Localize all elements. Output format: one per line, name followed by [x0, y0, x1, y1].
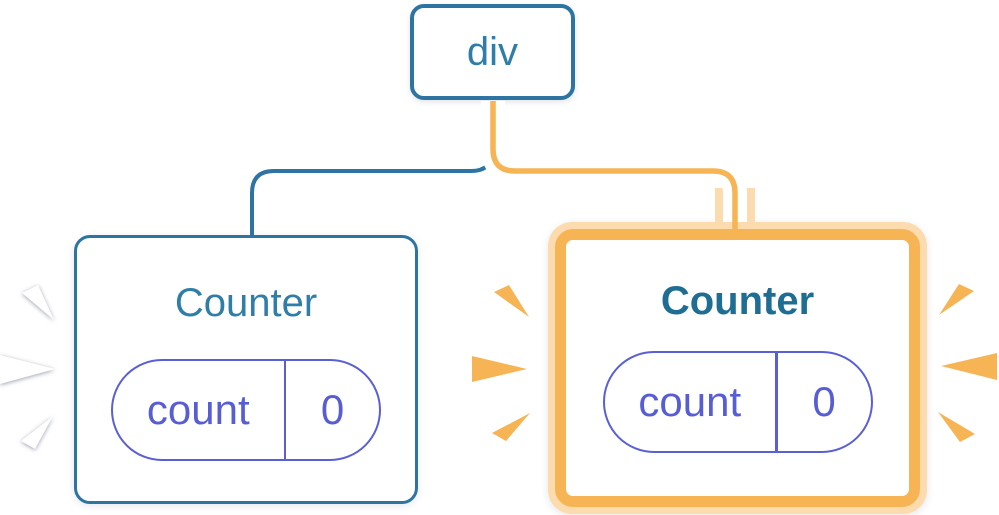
spark-icon [22, 285, 54, 320]
spark-icon [0, 355, 55, 384]
spark-group-right-counter-right [938, 284, 997, 442]
state-key-left: count [146, 386, 250, 433]
state-key-right: count [638, 378, 742, 425]
spark-icon [492, 413, 530, 441]
spark-group-right-counter-left [472, 285, 530, 441]
spark-icon [938, 412, 975, 442]
pill-divider [283, 361, 286, 459]
root-node-label: div [466, 29, 519, 74]
spark-icon [21, 416, 53, 449]
spark-group-left-counter [0, 285, 55, 449]
edge-root-to-left-counter [250, 101, 495, 238]
spark-icon [472, 356, 527, 382]
pill-divider [775, 353, 778, 451]
spark-icon [494, 285, 529, 317]
counter-card-right-highlight-ring: Counter count 0 [548, 222, 927, 514]
spark-icon [939, 284, 974, 315]
spark-icon [941, 353, 997, 380]
root-node-div: div [410, 4, 575, 100]
state-pill-left: count 0 [111, 359, 381, 461]
state-pill-right: count 0 [602, 351, 873, 453]
state-value-left: 0 [320, 386, 345, 433]
counter-title-left: Counter [174, 281, 318, 325]
state-value-right: 0 [812, 378, 836, 425]
counter-card-left: Counter count 0 [74, 235, 418, 504]
counter-card-right: Counter count 0 [555, 229, 920, 507]
edge-root-to-right-casing [481, 101, 747, 222]
edge-root-to-right-counter [490, 101, 738, 234]
counter-title-right: Counter [660, 279, 815, 323]
